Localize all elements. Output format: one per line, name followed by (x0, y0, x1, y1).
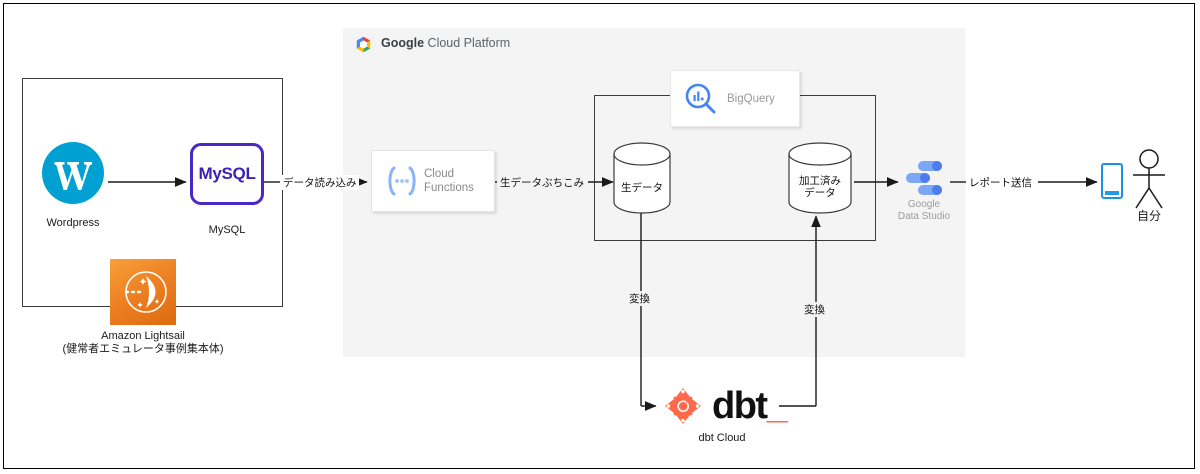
dbt-node: dbt_ (660, 382, 788, 430)
dbt-label: dbt Cloud (698, 432, 746, 444)
cloud-functions-icon (380, 161, 424, 201)
amazon-lightsail-icon (110, 259, 176, 325)
mysql-box-icon: MySQL (190, 143, 264, 205)
smartphone-icon (1101, 163, 1123, 199)
dbt-logo-icon (660, 383, 706, 429)
processed-data-cylinder: 加工済み データ (787, 142, 853, 214)
edge-label-dbt-to-processed: 変換 (802, 302, 827, 317)
gcp-region-label: Google Cloud Platform (381, 36, 510, 50)
google-cloud-hexagon-icon (354, 35, 373, 54)
edge-label-raw-to-dbt: 変換 (627, 291, 652, 306)
lightsail-label: Amazon Lightsail (健常者エミュレータ事例集本体) (53, 330, 233, 356)
google-data-studio-icon (902, 158, 946, 198)
stick-figure-icon (1128, 148, 1170, 210)
edge-label-studio-to-phone: レポート送信 (967, 175, 1034, 190)
person-label: 自分 (1136, 209, 1161, 223)
cloud-functions-node: Cloud Functions (371, 150, 495, 212)
outer-frame (3, 3, 1195, 469)
dbt-wordmark: dbt_ (712, 385, 788, 427)
cf-label-line1: Cloud (424, 168, 455, 180)
edge-label-mysql-to-functions: データ読み込み (281, 175, 359, 190)
edge-label-functions-to-raw: 生データぶちこみ (498, 175, 587, 190)
raw-data-cylinder: 生データ (612, 142, 672, 214)
raw-data-label: 生データ (621, 182, 663, 194)
cf-label-line2: Functions (424, 182, 474, 194)
bigquery-label: BigQuery (727, 92, 775, 105)
ds-label-line2: Data Studio (897, 210, 951, 222)
bigquery-node: BigQuery (670, 70, 800, 127)
dbt-underscore: _ (766, 385, 788, 427)
mysql-box-text: MySQL (198, 164, 256, 183)
gcp-name: Cloud Platform (424, 36, 511, 50)
data-studio-label: Google Data Studio (880, 199, 968, 222)
wordpress-label: Wordpress (46, 217, 100, 229)
processed-data-label-line1: 加工済み (799, 175, 841, 187)
dbt-word-text: dbt (712, 385, 768, 427)
mysql-label: MySQL (208, 224, 246, 236)
processed-data-label-line2: データ (804, 187, 836, 199)
bigquery-magnifier-icon (683, 81, 719, 117)
wordpress-icon (42, 142, 104, 204)
gcp-brand: Google (381, 36, 425, 50)
lightsail-label-line2: (健常者エミュレータ事例集本体) (62, 343, 224, 355)
ds-label-line1: Google (907, 199, 941, 210)
lightsail-label-line1: Amazon Lightsail (101, 330, 185, 342)
cloud-functions-label: Cloud Functions (424, 167, 474, 195)
